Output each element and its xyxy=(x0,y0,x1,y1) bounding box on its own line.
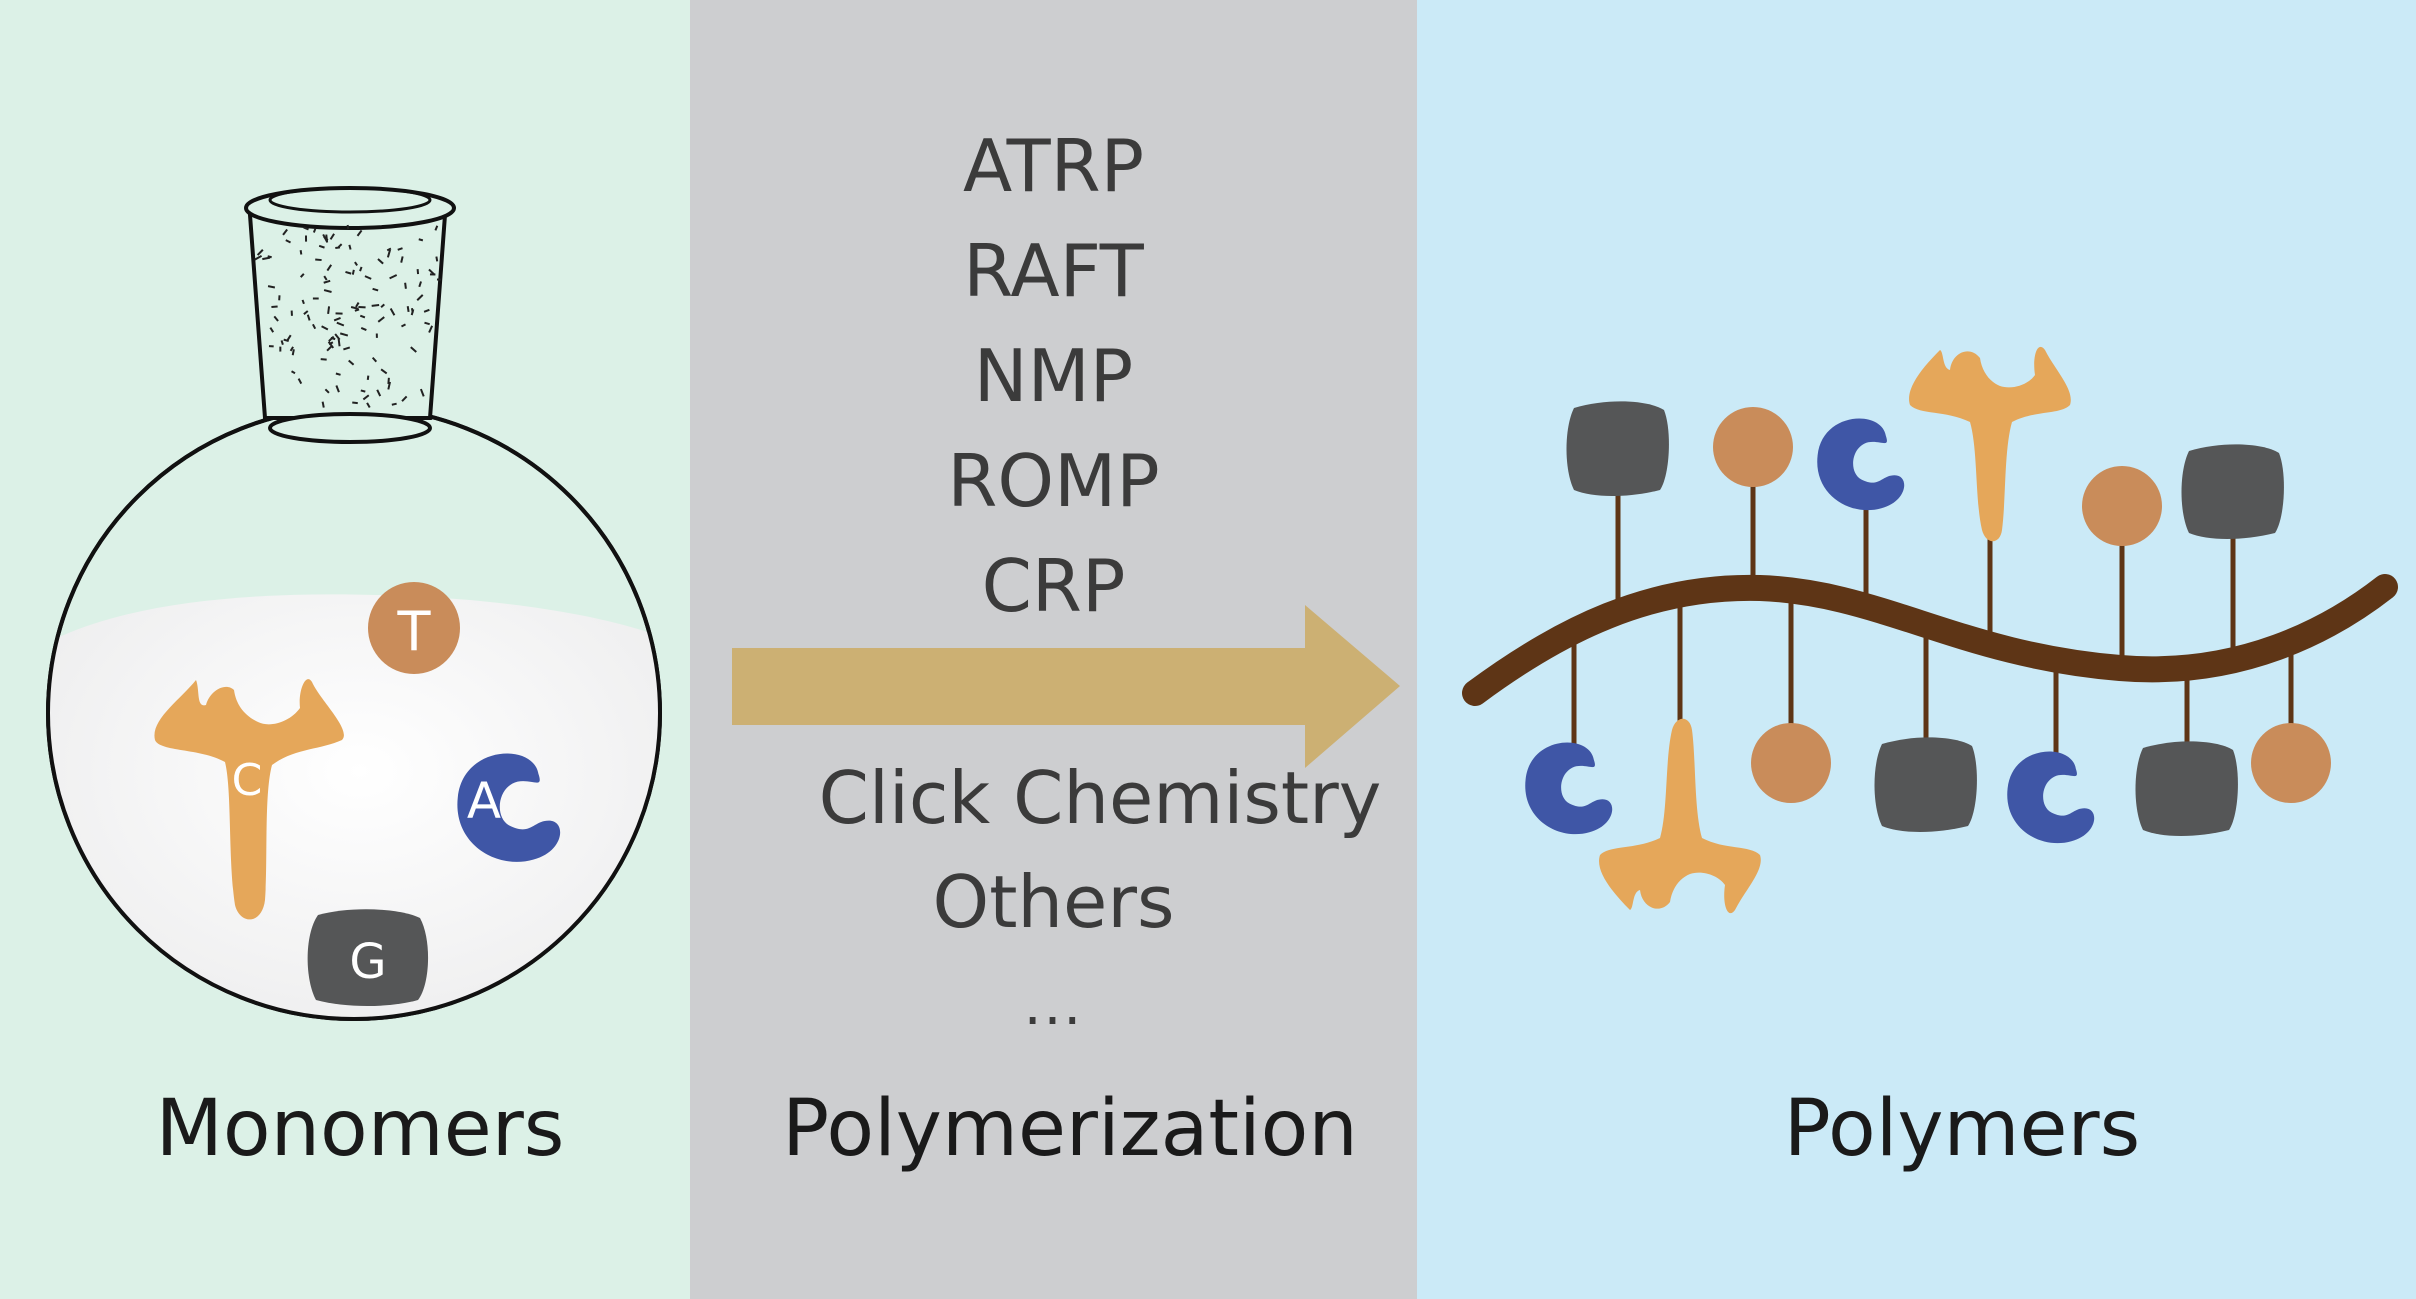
flask-neck xyxy=(247,213,448,420)
flask-liquid xyxy=(48,594,660,1019)
pendant-block xyxy=(1566,401,1669,496)
flask-neck-speckles xyxy=(254,224,442,409)
monomer-t: T xyxy=(368,582,460,674)
pendant-c xyxy=(2007,751,2095,844)
pendant-sphere xyxy=(1713,407,1793,487)
pendant-c xyxy=(1525,742,1613,835)
caption-polymerization: Polymerization xyxy=(782,1084,1358,1174)
method-crp: CRP xyxy=(981,544,1126,628)
pendant-sphere xyxy=(2082,466,2162,546)
polymerization-arrow xyxy=(732,605,1400,768)
method-atrp: ATRP xyxy=(962,124,1145,208)
method-click-chemistry: Click Chemistry xyxy=(818,756,1382,840)
pendant-block xyxy=(1874,737,1977,832)
pendant-c xyxy=(1817,418,1905,511)
monomer-a: A xyxy=(457,753,561,862)
polymer-backbone xyxy=(1462,574,2398,706)
monomer-g-label: G xyxy=(349,934,386,990)
monomer-t-label: T xyxy=(397,600,432,663)
caption-polymers: Polymers xyxy=(1783,1084,2141,1174)
monomer-c: C xyxy=(154,679,344,920)
pendant-block xyxy=(2181,444,2284,539)
method-nmp: NMP xyxy=(973,334,1134,418)
method-raft: RAFT xyxy=(963,229,1144,313)
pendant-sphere xyxy=(1751,723,1831,803)
monomer-c-label: C xyxy=(232,755,263,806)
monomer-a-label: A xyxy=(467,772,501,830)
pendant-y xyxy=(1909,346,2071,542)
pendant-block xyxy=(2135,741,2238,836)
pendant-y xyxy=(1599,718,1761,914)
polymer-chain xyxy=(1462,346,2398,914)
method-others: Others xyxy=(932,860,1175,944)
caption-monomers: Monomers xyxy=(155,1084,565,1174)
pendant-sphere xyxy=(2251,723,2331,803)
method-romp: ROMP xyxy=(947,439,1160,523)
monomer-g: G xyxy=(307,909,429,1006)
method-ellipsis: ... xyxy=(1023,973,1084,1038)
